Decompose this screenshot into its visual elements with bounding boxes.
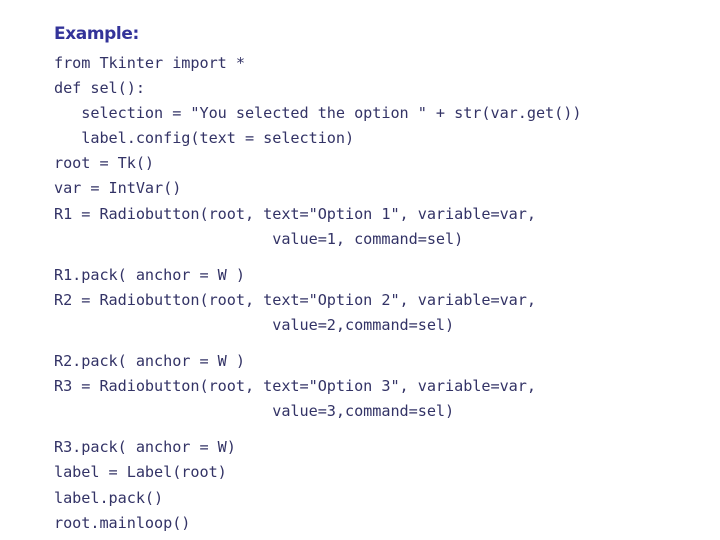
code-line: R1.pack( anchor = W ) [54,265,245,284]
code-line: label.config(text = selection) [54,129,355,148]
code-line: R3 = Radiobutton(root, text="Option 3", … [54,377,536,396]
code-block: from Tkinter import * def sel(): selectio… [54,51,720,536]
code-line: selection = "You selected the option " +… [54,104,582,123]
code-line: def sel(): [54,79,145,98]
code-line-blank [54,338,720,349]
code-line: var = IntVar() [54,179,182,198]
page-title: Example: [54,24,139,44]
code-line-blank [54,252,720,263]
code-line: value=3,command=sel) [54,402,455,421]
code-line: label = Label(root) [54,463,227,482]
code-line: R3.pack( anchor = W) [54,438,236,457]
code-line: value=2,command=sel) [54,315,455,334]
code-line: from Tkinter import * [54,54,245,72]
code-line: value=1, command=sel) [54,229,464,248]
code-line: R2.pack( anchor = W ) [54,352,245,371]
code-line: label.pack() [54,488,164,507]
code-line-blank [54,424,720,435]
code-line: R2 = Radiobutton(root, text="Option 2", … [54,290,536,309]
code-line: root.mainloop() [54,513,191,532]
code-line: root = Tk() [54,154,155,173]
code-line: R1 = Radiobutton(root, text="Option 1", … [54,204,536,223]
